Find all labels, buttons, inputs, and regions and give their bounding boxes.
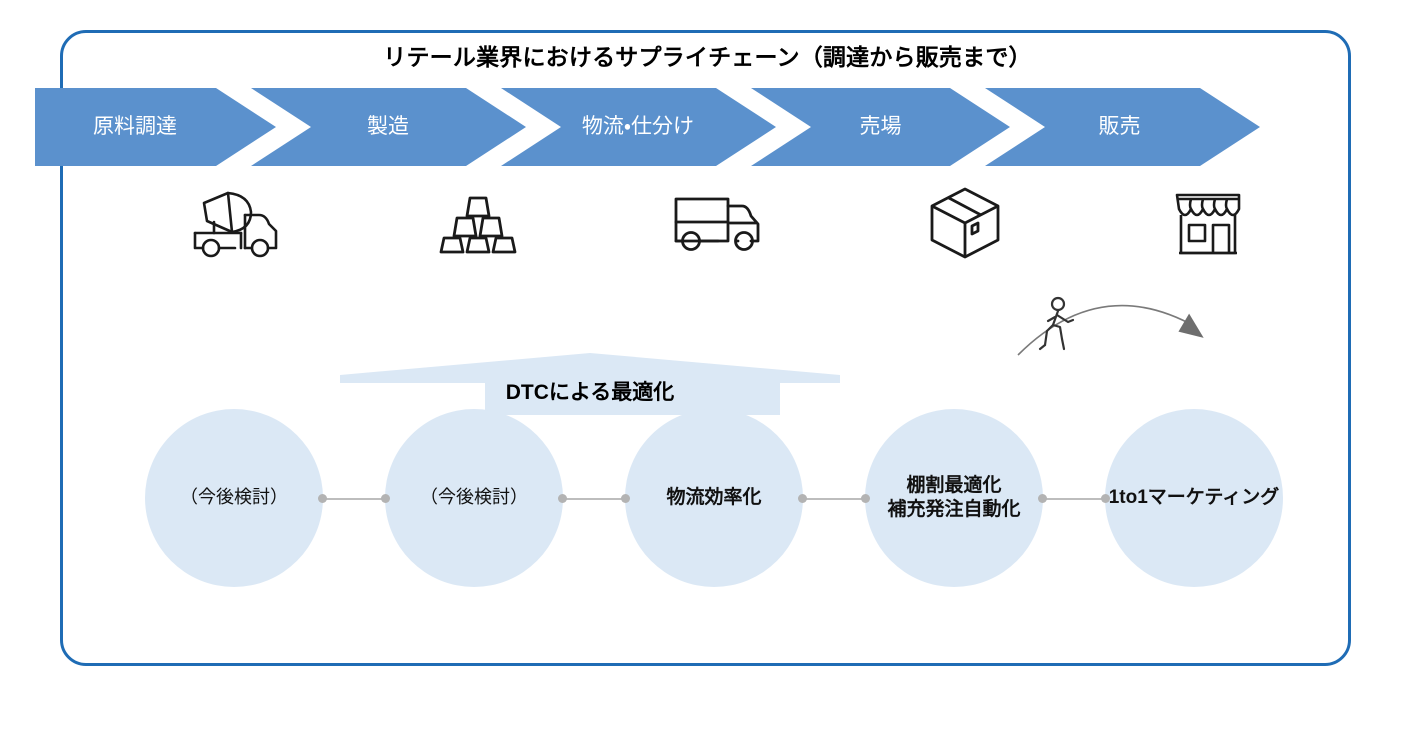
icon-cell-retail [1148, 178, 1268, 268]
connector-line [802, 498, 866, 500]
connector-dot-left [798, 494, 807, 503]
node-circle-2[interactable] [625, 409, 803, 587]
connector-line [1042, 498, 1106, 500]
storefront-icon [1175, 193, 1241, 255]
icon-cell-salesfloor [905, 178, 1025, 268]
walking-person-icon [1038, 296, 1075, 351]
process-chevron-strip: 原料調達 製造 物流・仕分け 売場 販売 [35, 88, 1260, 166]
customer-flow-arrow [1010, 255, 1230, 365]
chevron-bar-shape [35, 88, 1260, 166]
node-connector-0 [318, 494, 390, 504]
node-circle-0[interactable] [145, 409, 323, 587]
cardboard-box-icon [930, 187, 1000, 259]
connector-dot-right [861, 494, 870, 503]
curved-arrow-icon [1017, 304, 1197, 356]
dtc-banner-path [340, 353, 840, 415]
cement-mixer-truck-icon [193, 191, 278, 258]
node-circle-4[interactable] [1105, 409, 1283, 587]
node-connector-3 [1038, 494, 1110, 504]
optimization-node-row: （今後検討） （今後検討） 物流効率化 棚割最適化 補充発注自動化 1to1マー… [0, 400, 1415, 610]
icon-cell-manufacturing [418, 178, 538, 268]
chevron-separators [216, 88, 1045, 166]
node-circle-3[interactable] [865, 409, 1043, 587]
connector-dot-left [1038, 494, 1047, 503]
connector-line [562, 498, 626, 500]
icon-cell-raw-material [175, 178, 295, 268]
delivery-truck-icon [674, 197, 760, 251]
dtc-banner-shape [340, 353, 840, 415]
arrow-head-icon [1178, 313, 1204, 338]
node-connector-2 [798, 494, 870, 504]
page-title: リテール業界におけるサプライチェーン（調達から販売まで） [383, 44, 1032, 70]
node-circle-1[interactable] [385, 409, 563, 587]
connector-dot-right [381, 494, 390, 503]
connector-dot-right [1101, 494, 1110, 503]
walking-person-figure [1035, 295, 1081, 351]
connector-dot-left [558, 494, 567, 503]
icon-cell-logistics [658, 178, 778, 268]
connector-dot-left [318, 494, 327, 503]
connector-line [322, 498, 386, 500]
stacked-ingots-icon [439, 196, 517, 254]
node-connector-1 [558, 494, 630, 504]
connector-dot-right [621, 494, 630, 503]
